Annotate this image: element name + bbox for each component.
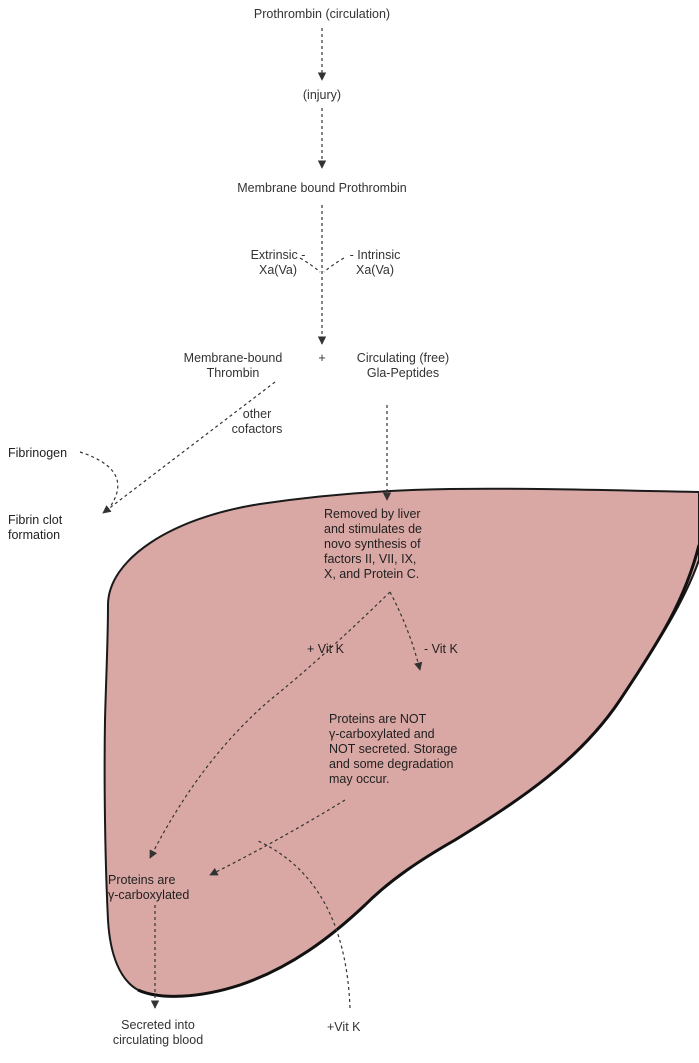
label-prothrombin-circulation: Prothrombin (circulation): [222, 7, 422, 22]
label-minus-vit-k: - Vit K: [424, 642, 494, 657]
label-membrane-bound-thrombin: Membrane-bound Thrombin: [168, 351, 298, 381]
label-extrinsic: Extrinsic - Xa(Va): [248, 248, 308, 278]
label-fibrin-clot-formation: Fibrin clot formation: [8, 513, 98, 543]
label-intrinsic: - Intrinsic Xa(Va): [340, 248, 410, 278]
label-proteins-are-carboxylated: Proteins are γ-carboxylated: [108, 873, 218, 903]
label-plus: +: [315, 351, 329, 366]
label-circulating-gla-peptides: Circulating (free) Gla-Peptides: [338, 351, 468, 381]
label-injury: (injury): [282, 88, 362, 103]
label-plus-vit-k-lower: +Vit K: [327, 1020, 387, 1035]
label-proteins-not-carboxylated: Proteins are NOT γ-carboxylated and NOT …: [329, 712, 509, 787]
label-fibrinogen: Fibrinogen: [8, 446, 98, 461]
label-removed-by-liver: Removed by liver and stimulates de novo …: [324, 507, 474, 582]
label-other-cofactors: other cofactors: [222, 407, 292, 437]
label-secreted-into-blood: Secreted into circulating blood: [108, 1018, 208, 1048]
label-plus-vit-k-upper: + Vit K: [307, 642, 367, 657]
arrow-thrombin-to-fibrin: [103, 382, 275, 513]
label-membrane-bound-prothrombin: Membrane bound Prothrombin: [207, 181, 437, 196]
